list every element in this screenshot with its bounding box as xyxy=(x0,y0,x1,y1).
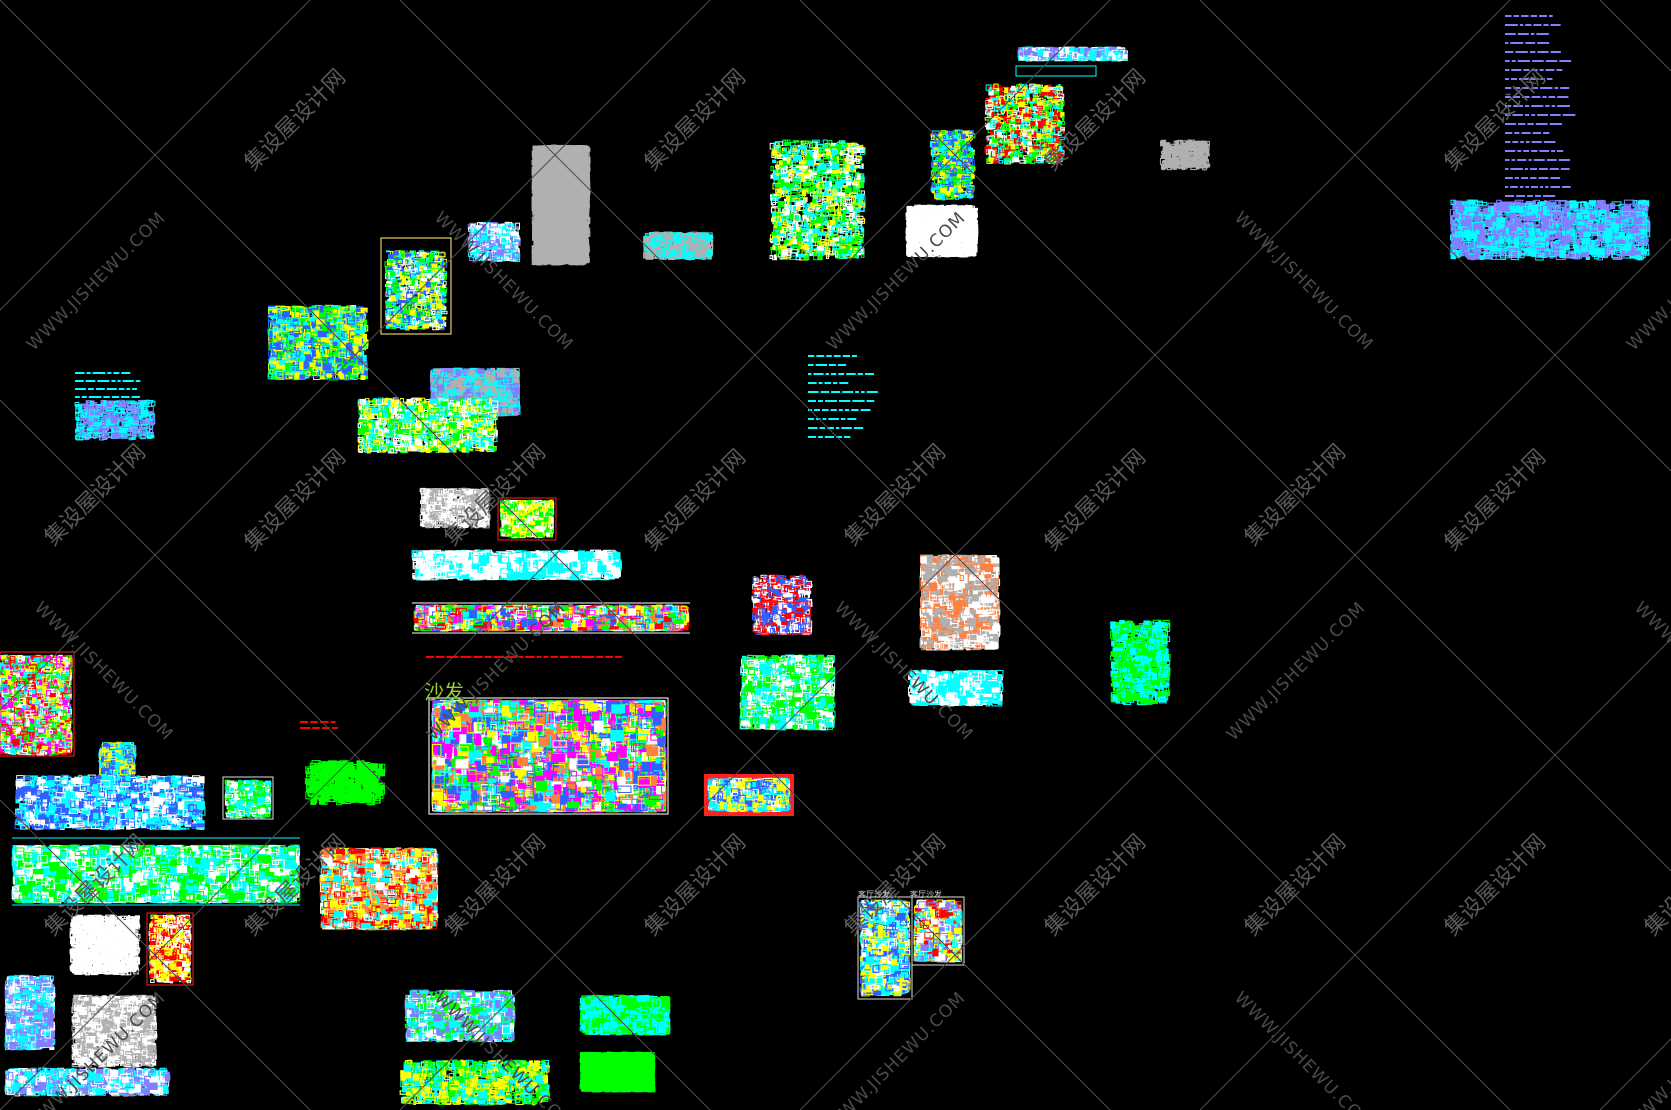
cad-model-space[interactable]: 集设屋设计网集设屋设计网集设屋设计网集设屋设计网集设屋设计网集设屋设计网集设屋设… xyxy=(0,0,1671,1110)
